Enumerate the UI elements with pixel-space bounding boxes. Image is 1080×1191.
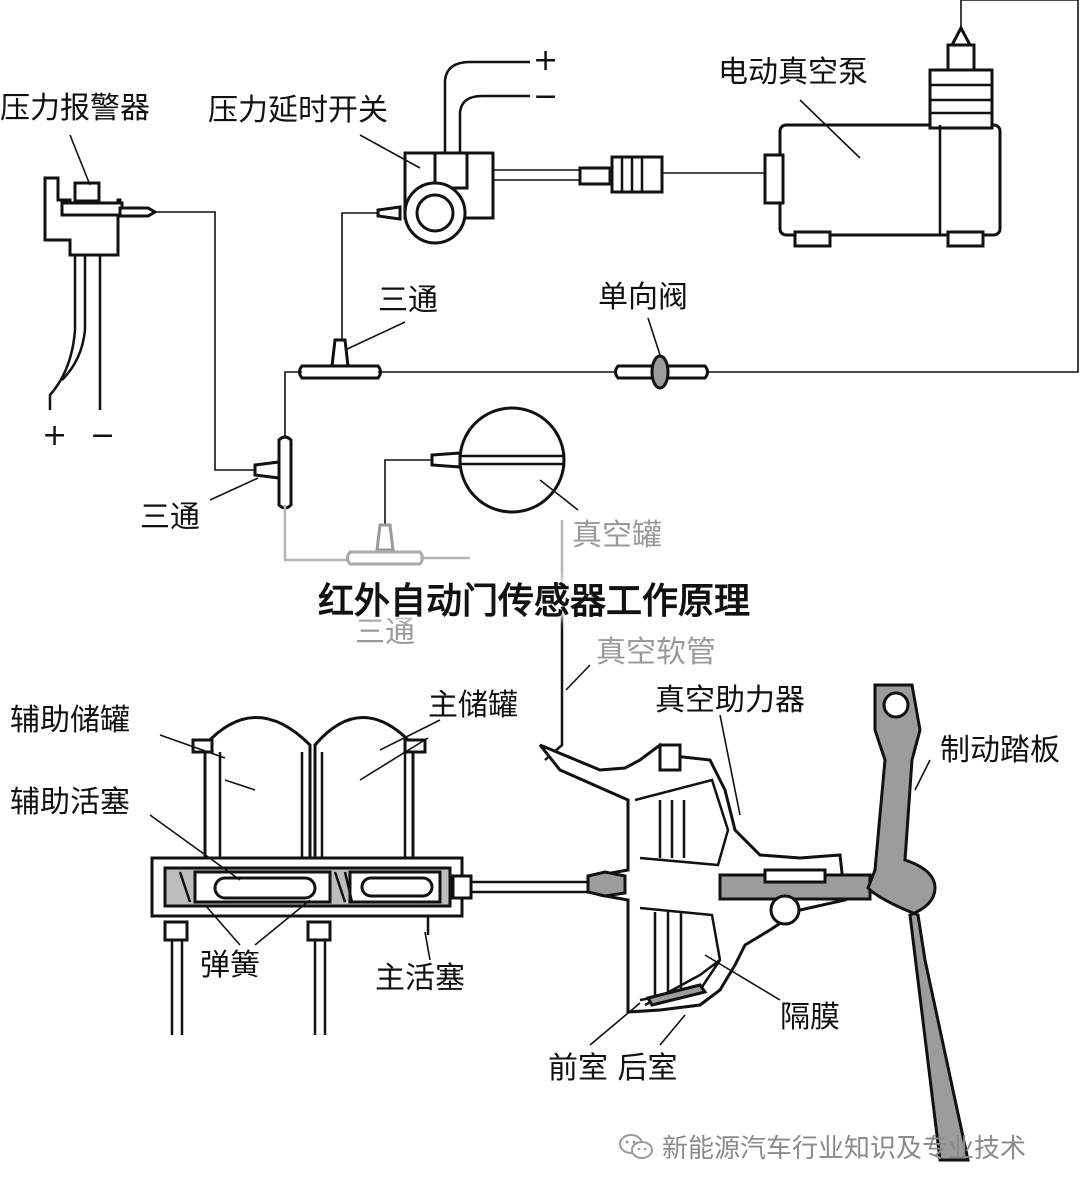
label-main-reservoir: 主储罐: [428, 688, 518, 723]
brake-pedal-part: [866, 683, 970, 1162]
label-vacuum-booster: 真空助力器: [655, 683, 805, 718]
switch-plus-sign: +: [533, 43, 558, 78]
label-spring: 弹簧: [200, 948, 260, 983]
label-vacuum-hose: 真空软管: [596, 635, 716, 670]
label-aux-piston: 辅助活塞: [10, 785, 130, 820]
label-tee-lower: 三通: [355, 615, 415, 650]
label-aux-reservoir: 辅助储罐: [10, 703, 130, 738]
alarm-plus-sign: +: [42, 418, 67, 453]
electrical-signs: + − + −: [42, 43, 558, 453]
label-diaphragm: 隔膜: [780, 1000, 840, 1035]
label-tee-left: 三通: [140, 500, 200, 535]
switch-minus-sign: −: [533, 79, 558, 114]
tee-left-part: [253, 435, 293, 510]
label-vacuum-tank: 真空罐: [572, 518, 662, 553]
watermark: 新能源汽车行业知识及专业技术: [618, 1128, 1026, 1165]
label-main-piston: 主活塞: [375, 961, 465, 996]
overlay-title: 红外自动门传感器工作原理: [318, 581, 751, 622]
leader-lines: [69, 99, 931, 1046]
label-pressure-alarm: 压力报警器: [0, 91, 150, 126]
label-front-rear-chamber: 前室 后室: [548, 1051, 678, 1086]
pressure-alarm-part: [43, 176, 159, 410]
alarm-minus-sign: −: [90, 418, 115, 453]
tee-lower-part: [346, 523, 424, 566]
vacuum-tank-part: [430, 406, 566, 514]
diagram-labels: 压力报警器 压力延时开关 电动真空泵 三通 单向阀 三通 真空罐 三通 真空软管…: [0, 55, 1060, 1086]
label-brake-pedal: 制动踏板: [940, 733, 1060, 768]
wechat-icon: [619, 1133, 653, 1159]
watermark-text: 新能源汽车行业知识及专业技术: [662, 1134, 1027, 1164]
label-check-valve: 单向阀: [598, 280, 688, 315]
label-pressure-delay-switch: 压力延时开关: [208, 93, 388, 128]
label-tee-upper: 三通: [378, 283, 438, 318]
label-electric-vacuum-pump: 电动真空泵: [718, 55, 868, 90]
pressure-delay-switch-part: [376, 60, 664, 245]
check-valve-part: [614, 354, 709, 390]
vacuum-booster-part: [538, 742, 872, 1014]
tee-upper-part: [298, 338, 382, 380]
electric-vacuum-pump-part: [763, 24, 1002, 248]
